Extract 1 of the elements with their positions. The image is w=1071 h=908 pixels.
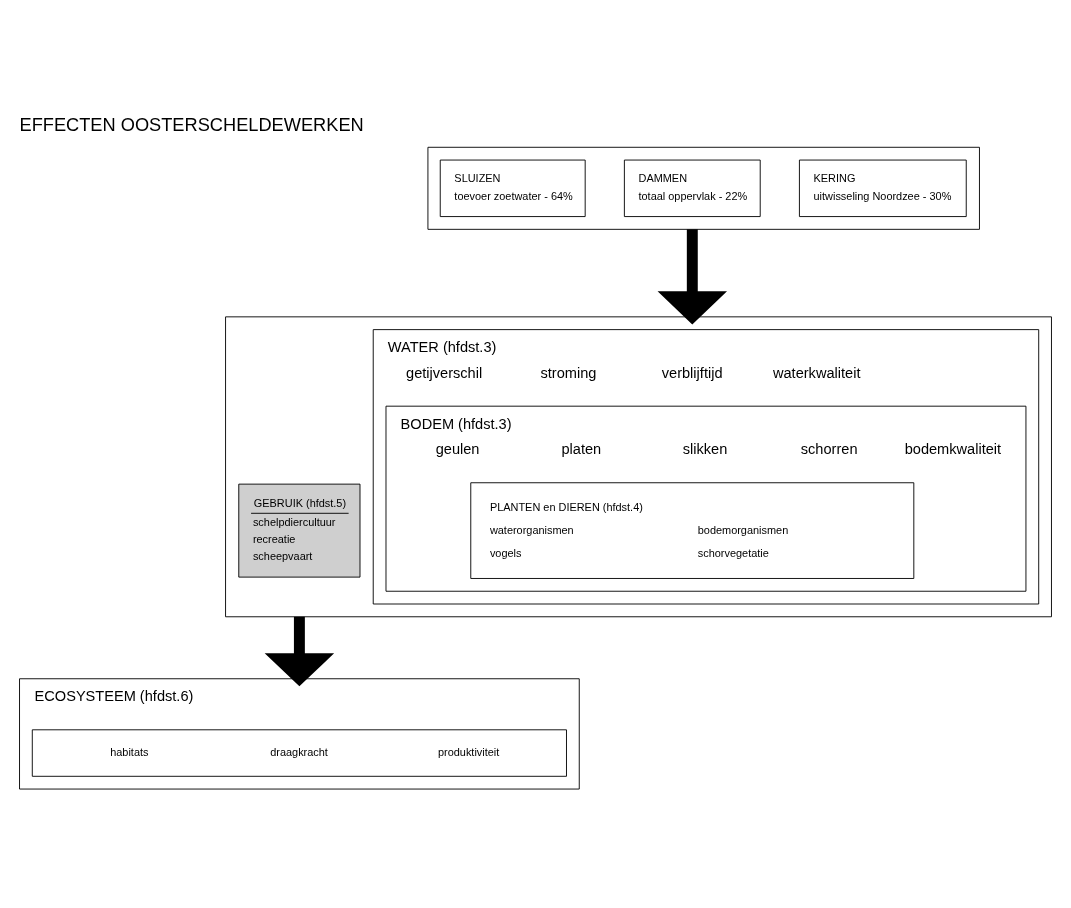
- diagram-title: EFFECTEN OOSTERSCHELDEWERKEN: [19, 113, 364, 135]
